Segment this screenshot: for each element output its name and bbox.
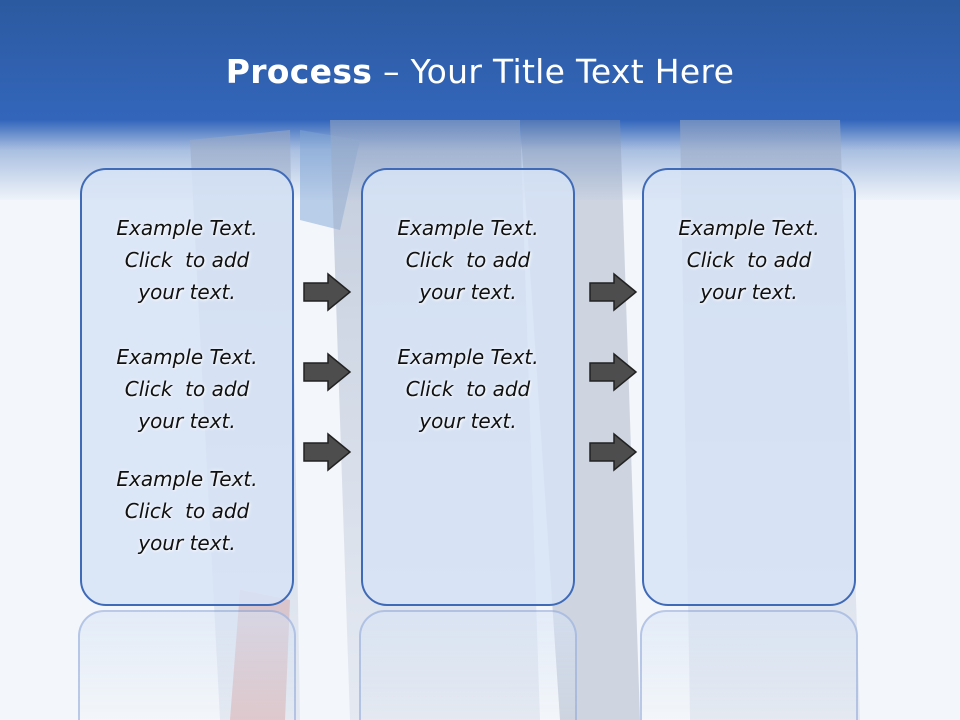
process-step-3-box[interactable]: Example Text. Click to add your text. <box>642 168 856 606</box>
box-reflection-3 <box>640 610 858 720</box>
page-title: Process – Your Title Text Here <box>0 52 960 91</box>
step-3-text-1[interactable]: Example Text. Click to add your text. <box>644 212 854 308</box>
text-line: Example Text. <box>116 345 258 369</box>
text-line: Click to add <box>124 499 250 523</box>
box-reflection-1 <box>78 610 296 720</box>
arrow-right-icon <box>303 352 352 392</box>
text-line: your text. <box>138 531 236 555</box>
text-line: Click to add <box>405 377 531 401</box>
text-line: your text. <box>700 280 798 304</box>
text-line: your text. <box>419 409 517 433</box>
text-line: your text. <box>419 280 517 304</box>
text-line: Example Text. <box>678 216 820 240</box>
text-line: Click to add <box>405 248 531 272</box>
process-step-1-box[interactable]: Example Text. Click to add your text. Ex… <box>80 168 294 606</box>
title-bold: Process <box>225 52 373 91</box>
title-rest: – Your Title Text Here <box>372 52 735 91</box>
text-line: Example Text. <box>397 345 539 369</box>
arrow-right-icon <box>589 272 638 312</box>
arrow-right-icon <box>589 352 638 392</box>
box-reflection-2 <box>359 610 577 720</box>
text-line: Example Text. <box>116 467 258 491</box>
process-step-2-box[interactable]: Example Text. Click to add your text. Ex… <box>361 168 575 606</box>
text-line: Click to add <box>686 248 812 272</box>
text-line: Example Text. <box>116 216 258 240</box>
text-line: Example Text. <box>397 216 539 240</box>
arrow-right-icon <box>303 272 352 312</box>
text-line: your text. <box>138 280 236 304</box>
step-1-text-3[interactable]: Example Text. Click to add your text. <box>82 463 292 559</box>
step-1-text-1[interactable]: Example Text. Click to add your text. <box>82 212 292 308</box>
arrow-right-icon <box>589 432 638 472</box>
text-line: your text. <box>138 409 236 433</box>
step-1-text-2[interactable]: Example Text. Click to add your text. <box>82 341 292 437</box>
text-line: Click to add <box>124 248 250 272</box>
step-2-text-2[interactable]: Example Text. Click to add your text. <box>363 341 573 437</box>
arrow-right-icon <box>303 432 352 472</box>
text-line: Click to add <box>124 377 250 401</box>
step-2-text-1[interactable]: Example Text. Click to add your text. <box>363 212 573 308</box>
